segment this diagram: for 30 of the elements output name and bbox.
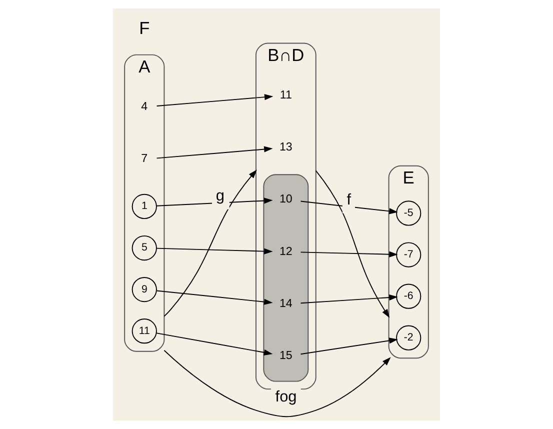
node-circle: -2	[396, 325, 422, 350]
node-text: 15	[279, 350, 292, 362]
node-text: 10	[279, 194, 292, 206]
node-text: 12	[279, 246, 292, 258]
node-circle: 5	[132, 235, 157, 261]
arrow	[156, 290, 273, 305]
arrow	[156, 94, 274, 106]
arrow	[156, 146, 273, 159]
node-text: 4	[141, 100, 148, 113]
arrow	[164, 170, 257, 317]
node-text: 14	[279, 298, 292, 310]
node-text: 7	[141, 153, 148, 166]
arrow	[156, 332, 273, 356]
arrow	[164, 350, 391, 418]
node-circle: 1	[132, 194, 157, 220]
arrow	[300, 294, 398, 304]
node-circle: 9	[132, 277, 157, 302]
label: F	[139, 18, 150, 38]
node-text: 11	[280, 89, 292, 102]
node-text: 13	[279, 142, 292, 154]
arrow	[156, 248, 273, 254]
node-circle: -5	[396, 200, 422, 226]
edge-label: f	[346, 191, 352, 208]
edge-label: g	[216, 187, 224, 204]
node-circle: -7	[396, 242, 422, 268]
arrow	[300, 251, 398, 258]
edge-label: fog	[275, 388, 297, 406]
arrow	[315, 170, 390, 318]
node-circle: 11	[132, 318, 157, 344]
node-circle: -6	[396, 284, 422, 309]
